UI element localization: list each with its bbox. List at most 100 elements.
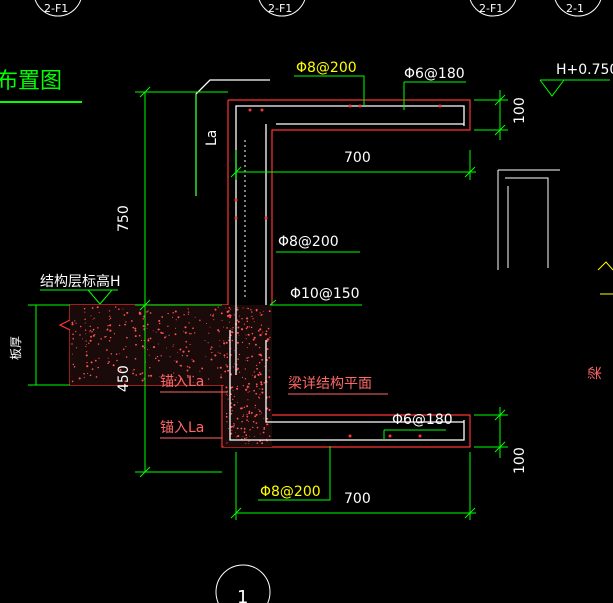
hatch-dot xyxy=(248,440,250,442)
hatch-dot xyxy=(109,329,112,332)
hatch-dot xyxy=(242,416,244,418)
hatch-dot xyxy=(147,375,150,377)
hatch-dot xyxy=(251,355,254,358)
hatch-dot xyxy=(244,368,246,370)
hatch-dot xyxy=(186,369,189,372)
hatch-dot xyxy=(157,359,160,362)
hatch-dot xyxy=(225,341,228,344)
hatch-dot xyxy=(246,320,249,323)
hatch-dot xyxy=(161,316,164,318)
hatch-dot xyxy=(91,307,94,309)
hatch-dot xyxy=(268,310,271,313)
hatch-dot xyxy=(145,311,147,313)
hatch-dot xyxy=(160,355,162,357)
hatch-dot xyxy=(175,319,177,321)
label-bottom-main-rebar: Φ8@200 xyxy=(260,484,321,500)
hatch-dot xyxy=(157,328,160,331)
hatch-dot xyxy=(259,353,262,356)
hatch-dot xyxy=(92,328,95,331)
hatch-dot xyxy=(241,318,243,320)
hatch-dot xyxy=(225,364,227,366)
hatch-dot xyxy=(236,385,239,388)
hatch-dot xyxy=(231,339,234,342)
hatch-dot xyxy=(174,333,177,336)
hatch-dot xyxy=(157,343,159,345)
hatch-dot xyxy=(97,343,100,345)
hatch-dot xyxy=(254,407,256,409)
hatch-dot xyxy=(248,343,251,345)
axis-bubble-4 xyxy=(554,0,602,17)
hatch-dot xyxy=(182,350,185,353)
hatch-dot xyxy=(116,359,118,362)
hatch-dot xyxy=(247,421,249,423)
hatch-dot xyxy=(253,321,255,323)
hatch-dot xyxy=(237,358,239,360)
hatch-dot xyxy=(98,311,100,313)
hatch-dot xyxy=(227,428,229,430)
hatch-dot xyxy=(72,363,75,366)
hatch-dot xyxy=(125,321,127,323)
hatch-dot xyxy=(246,387,248,389)
note-slab-thick: 板厚 xyxy=(9,336,23,360)
hatch-dot xyxy=(108,319,110,321)
hatch-dot xyxy=(245,437,248,439)
note-anchor-2: 锚入La xyxy=(160,420,204,436)
hatch-dot xyxy=(183,330,185,332)
rebar-bottom-inner xyxy=(265,340,464,423)
hatch-dot xyxy=(175,377,177,379)
hatch-dot xyxy=(109,324,112,327)
hatch-dot xyxy=(261,442,264,445)
hatch-dot xyxy=(258,408,260,411)
hatch-dot xyxy=(106,349,108,351)
hatch-dot xyxy=(111,353,112,355)
hatch-dot xyxy=(266,423,269,426)
hatch-dot xyxy=(84,329,87,331)
hatch-dot xyxy=(208,332,210,334)
hatch-dot xyxy=(179,348,182,351)
hatch-dot xyxy=(186,354,188,357)
dim-text-bottom-span: 700 xyxy=(344,491,371,507)
hatch-dot xyxy=(252,420,255,423)
hatch-dot xyxy=(232,389,234,391)
hatch-dot xyxy=(237,306,239,308)
hatch-dot xyxy=(89,374,92,377)
hatch-dot xyxy=(230,367,232,369)
hatch-dot xyxy=(140,339,142,341)
hatch-dot xyxy=(89,339,92,342)
hatch-dot xyxy=(248,382,250,385)
hatch-dot xyxy=(232,366,234,368)
hatch-dot xyxy=(133,368,135,371)
hatch-dot xyxy=(236,319,239,321)
hatch-dot xyxy=(223,356,226,358)
hatch-dot xyxy=(266,398,268,400)
axis-label-3: 2-F1 xyxy=(479,2,503,15)
hatch-dot xyxy=(237,435,240,438)
hatch-dot xyxy=(180,381,182,382)
hatch-dot xyxy=(260,412,263,414)
hatch-dot xyxy=(190,333,192,335)
hatch-dot xyxy=(255,413,258,416)
hatch-dot xyxy=(90,315,92,317)
drawing-title: 布置图 xyxy=(0,69,62,94)
hatch-dot xyxy=(230,386,233,389)
hatch-dot xyxy=(85,333,87,335)
hatch-dot xyxy=(233,422,235,425)
hatch-dot xyxy=(100,338,102,340)
hatch-dot xyxy=(132,326,135,329)
hatch-dot xyxy=(211,346,213,348)
hatch-dot xyxy=(220,312,223,315)
hatch-dot xyxy=(244,429,246,431)
hatch-dot xyxy=(259,373,262,376)
hatch-dot xyxy=(126,336,128,339)
hatch-dot xyxy=(172,312,174,314)
top-slab-outline xyxy=(228,99,471,305)
hatch-dot xyxy=(109,315,111,317)
hatch-dot xyxy=(204,340,206,341)
hatch-dot xyxy=(252,318,254,320)
hatch-dot xyxy=(83,307,86,310)
label-top-dist-rebar: Φ6@180 xyxy=(404,66,465,82)
hatch-dot xyxy=(75,330,77,333)
hatch-dot xyxy=(134,329,137,332)
hatch-dot xyxy=(259,388,261,390)
hatch-dot xyxy=(246,326,249,328)
